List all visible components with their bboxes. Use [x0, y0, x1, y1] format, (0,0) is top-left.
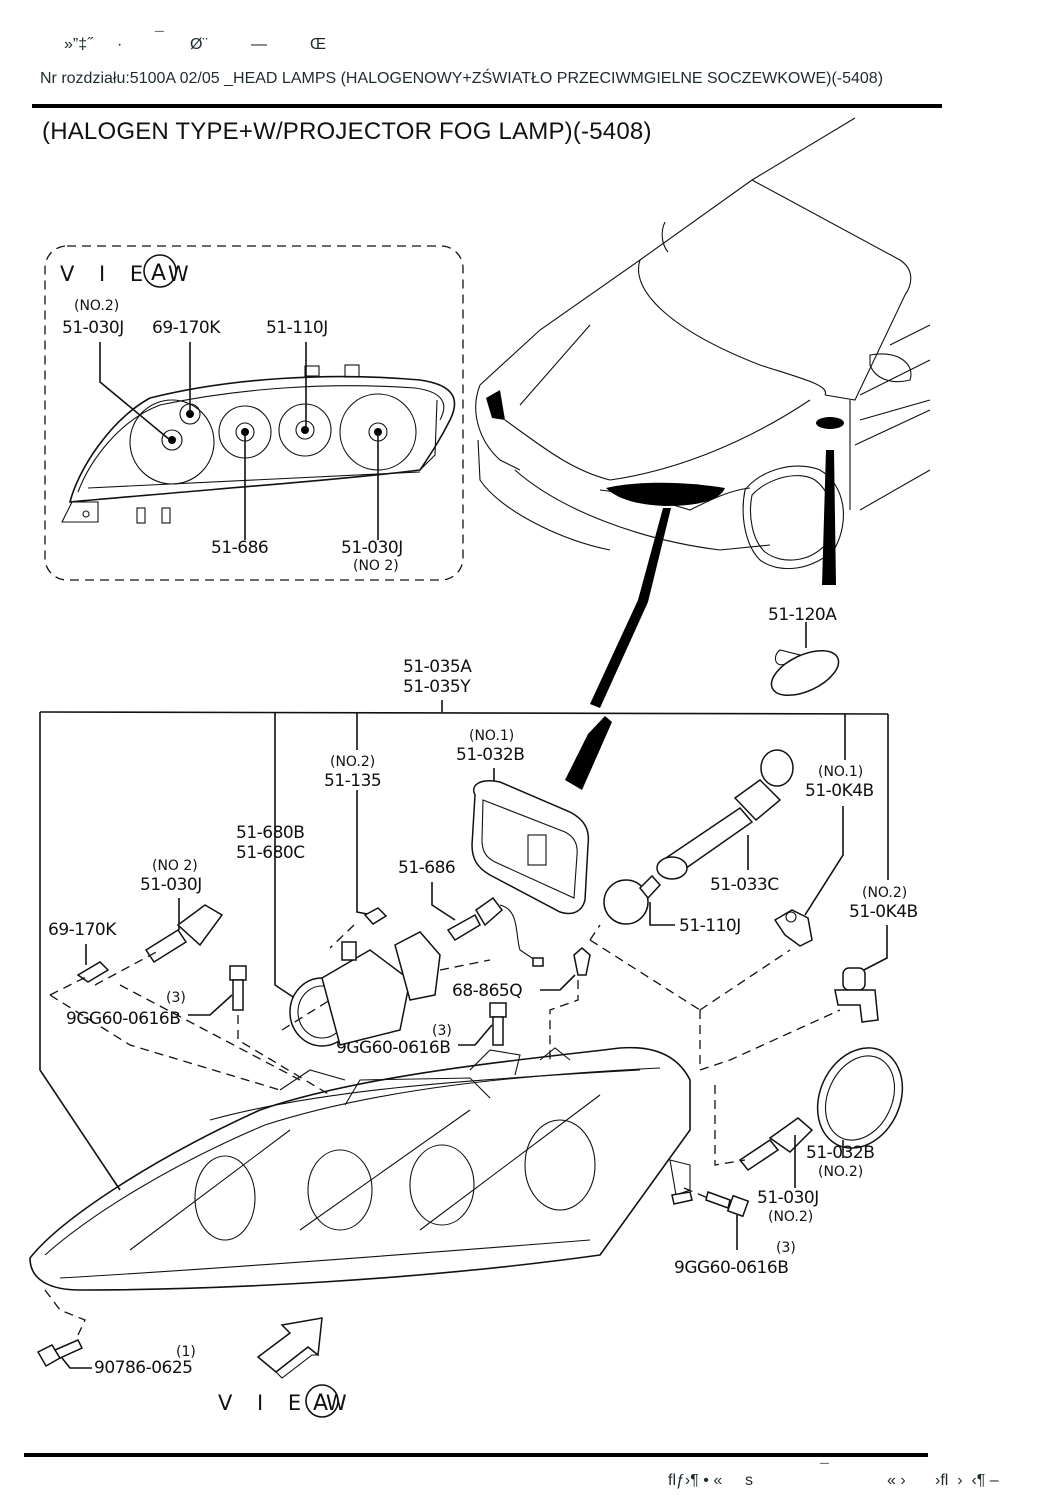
- callout-part: 51-686: [398, 858, 455, 878]
- callout-note: (NO.2): [862, 885, 907, 901]
- inset-callout-part: 51-686: [211, 538, 268, 558]
- view-a-arrow-label: V I E W: [218, 1391, 356, 1415]
- callout-part: 69-170K: [48, 920, 117, 940]
- callout-part: 9GG60-0616B: [336, 1038, 450, 1058]
- view-a-arrow-letter: A: [313, 1391, 328, 1416]
- inset-callout-note: (NO.2): [74, 298, 119, 314]
- callout-note: (3): [166, 990, 186, 1006]
- callout-note: (NO.1): [469, 728, 514, 744]
- callout-part: 9GG60-0616B: [66, 1009, 180, 1029]
- footer-glyph: « ›: [887, 1472, 906, 1489]
- view-a-inset: V I E W A: [44, 245, 464, 581]
- footer-glyph: ¯: [820, 1462, 829, 1479]
- callout-note: (NO.1): [818, 764, 863, 780]
- view-a-arrow-circle: [305, 1384, 339, 1418]
- callout-note: (NO.2): [768, 1209, 813, 1225]
- bottom-rule: [24, 1453, 928, 1457]
- callout-note: (NO.2): [330, 754, 375, 770]
- inset-view-circle: [143, 254, 177, 288]
- header-glyph-row: »”‡˝ · ¯ Ø¨ — Œ: [0, 30, 1061, 56]
- callout-note: (1): [176, 1344, 196, 1360]
- inset-headlamp-drawing: [61, 364, 456, 524]
- callout-part: 51-0K4B: [805, 781, 874, 801]
- side-marker-part: 51-120A: [768, 605, 840, 697]
- callout-part: 51-032B: [806, 1143, 874, 1163]
- inset-view-label: V I E W: [60, 262, 198, 286]
- callout-part: 51-680B: [236, 823, 304, 843]
- header-glyph: »”‡˝: [64, 36, 93, 53]
- inset-callout-part: 51-030J: [62, 318, 124, 338]
- inset-callout-part: 51-030J: [341, 538, 403, 558]
- callout-part: 9GG60-0616B: [674, 1258, 788, 1278]
- callout-part: 51-110J: [679, 916, 741, 936]
- header-glyph: Ø¨: [190, 36, 208, 53]
- callout-part: 51-033C: [710, 875, 779, 895]
- inset-callout-part: 69-170K: [152, 318, 221, 338]
- footer-glyph-row: flƒ›¶ • « s ¯ « › ›fl › ‹¶ –: [0, 1462, 1061, 1494]
- diagram-title: (HALOGEN TYPE+W/PROJECTOR FOG LAMP)(-540…: [42, 118, 652, 145]
- inset-callout-note: (NO 2): [353, 558, 399, 574]
- inset-view-letter: A: [151, 261, 166, 286]
- callout-part: 51-0K4B: [849, 902, 918, 922]
- exploded-assembly: 51-035A 51-035Y (NO.2) 51-135 (NO.1) 51-…: [29, 657, 918, 1418]
- callout-note: (NO 2): [152, 858, 198, 874]
- header-glyph: ¯: [155, 30, 164, 47]
- car-drawing: [475, 117, 931, 790]
- chapter-heading: Nr rozdziału:5100A 02/05 _HEAD LAMPS (HA…: [40, 70, 884, 87]
- header-glyph: Œ: [310, 36, 326, 53]
- footer-glyph: flƒ›¶ • «: [668, 1472, 723, 1489]
- top-rule: [32, 104, 942, 108]
- callout-note: (NO.2): [818, 1164, 863, 1180]
- footer-glyph: s: [745, 1472, 753, 1489]
- header-glyph: ·: [117, 36, 123, 53]
- callout-part: 51-680C: [236, 843, 305, 863]
- main-part-number: 51-035A: [403, 657, 472, 677]
- inset-dashed-frame: [44, 245, 464, 581]
- header-glyph: —: [251, 36, 267, 53]
- callout-note: (3): [776, 1240, 796, 1256]
- callout-part: 68-865Q: [452, 981, 522, 1001]
- fog-lamp-projector: [289, 931, 441, 1047]
- inset-callout-part: 51-110J: [266, 318, 328, 338]
- callout-part: 90786-0625: [94, 1358, 192, 1378]
- car-callout-part: 51-120A: [768, 605, 837, 625]
- main-part-number: 51-035Y: [403, 677, 471, 697]
- callout-part: 51-030J: [757, 1188, 819, 1208]
- callout-part: 51-135: [324, 771, 381, 791]
- callout-note: (3): [432, 1023, 452, 1039]
- view-a-arrow: [256, 1317, 323, 1379]
- footer-glyph: ›fl › ‹¶ –: [935, 1472, 999, 1489]
- callout-part: 51-032B: [456, 745, 524, 765]
- headlamp-assembly-body: [29, 1046, 693, 1291]
- callout-part: 51-030J: [140, 875, 202, 895]
